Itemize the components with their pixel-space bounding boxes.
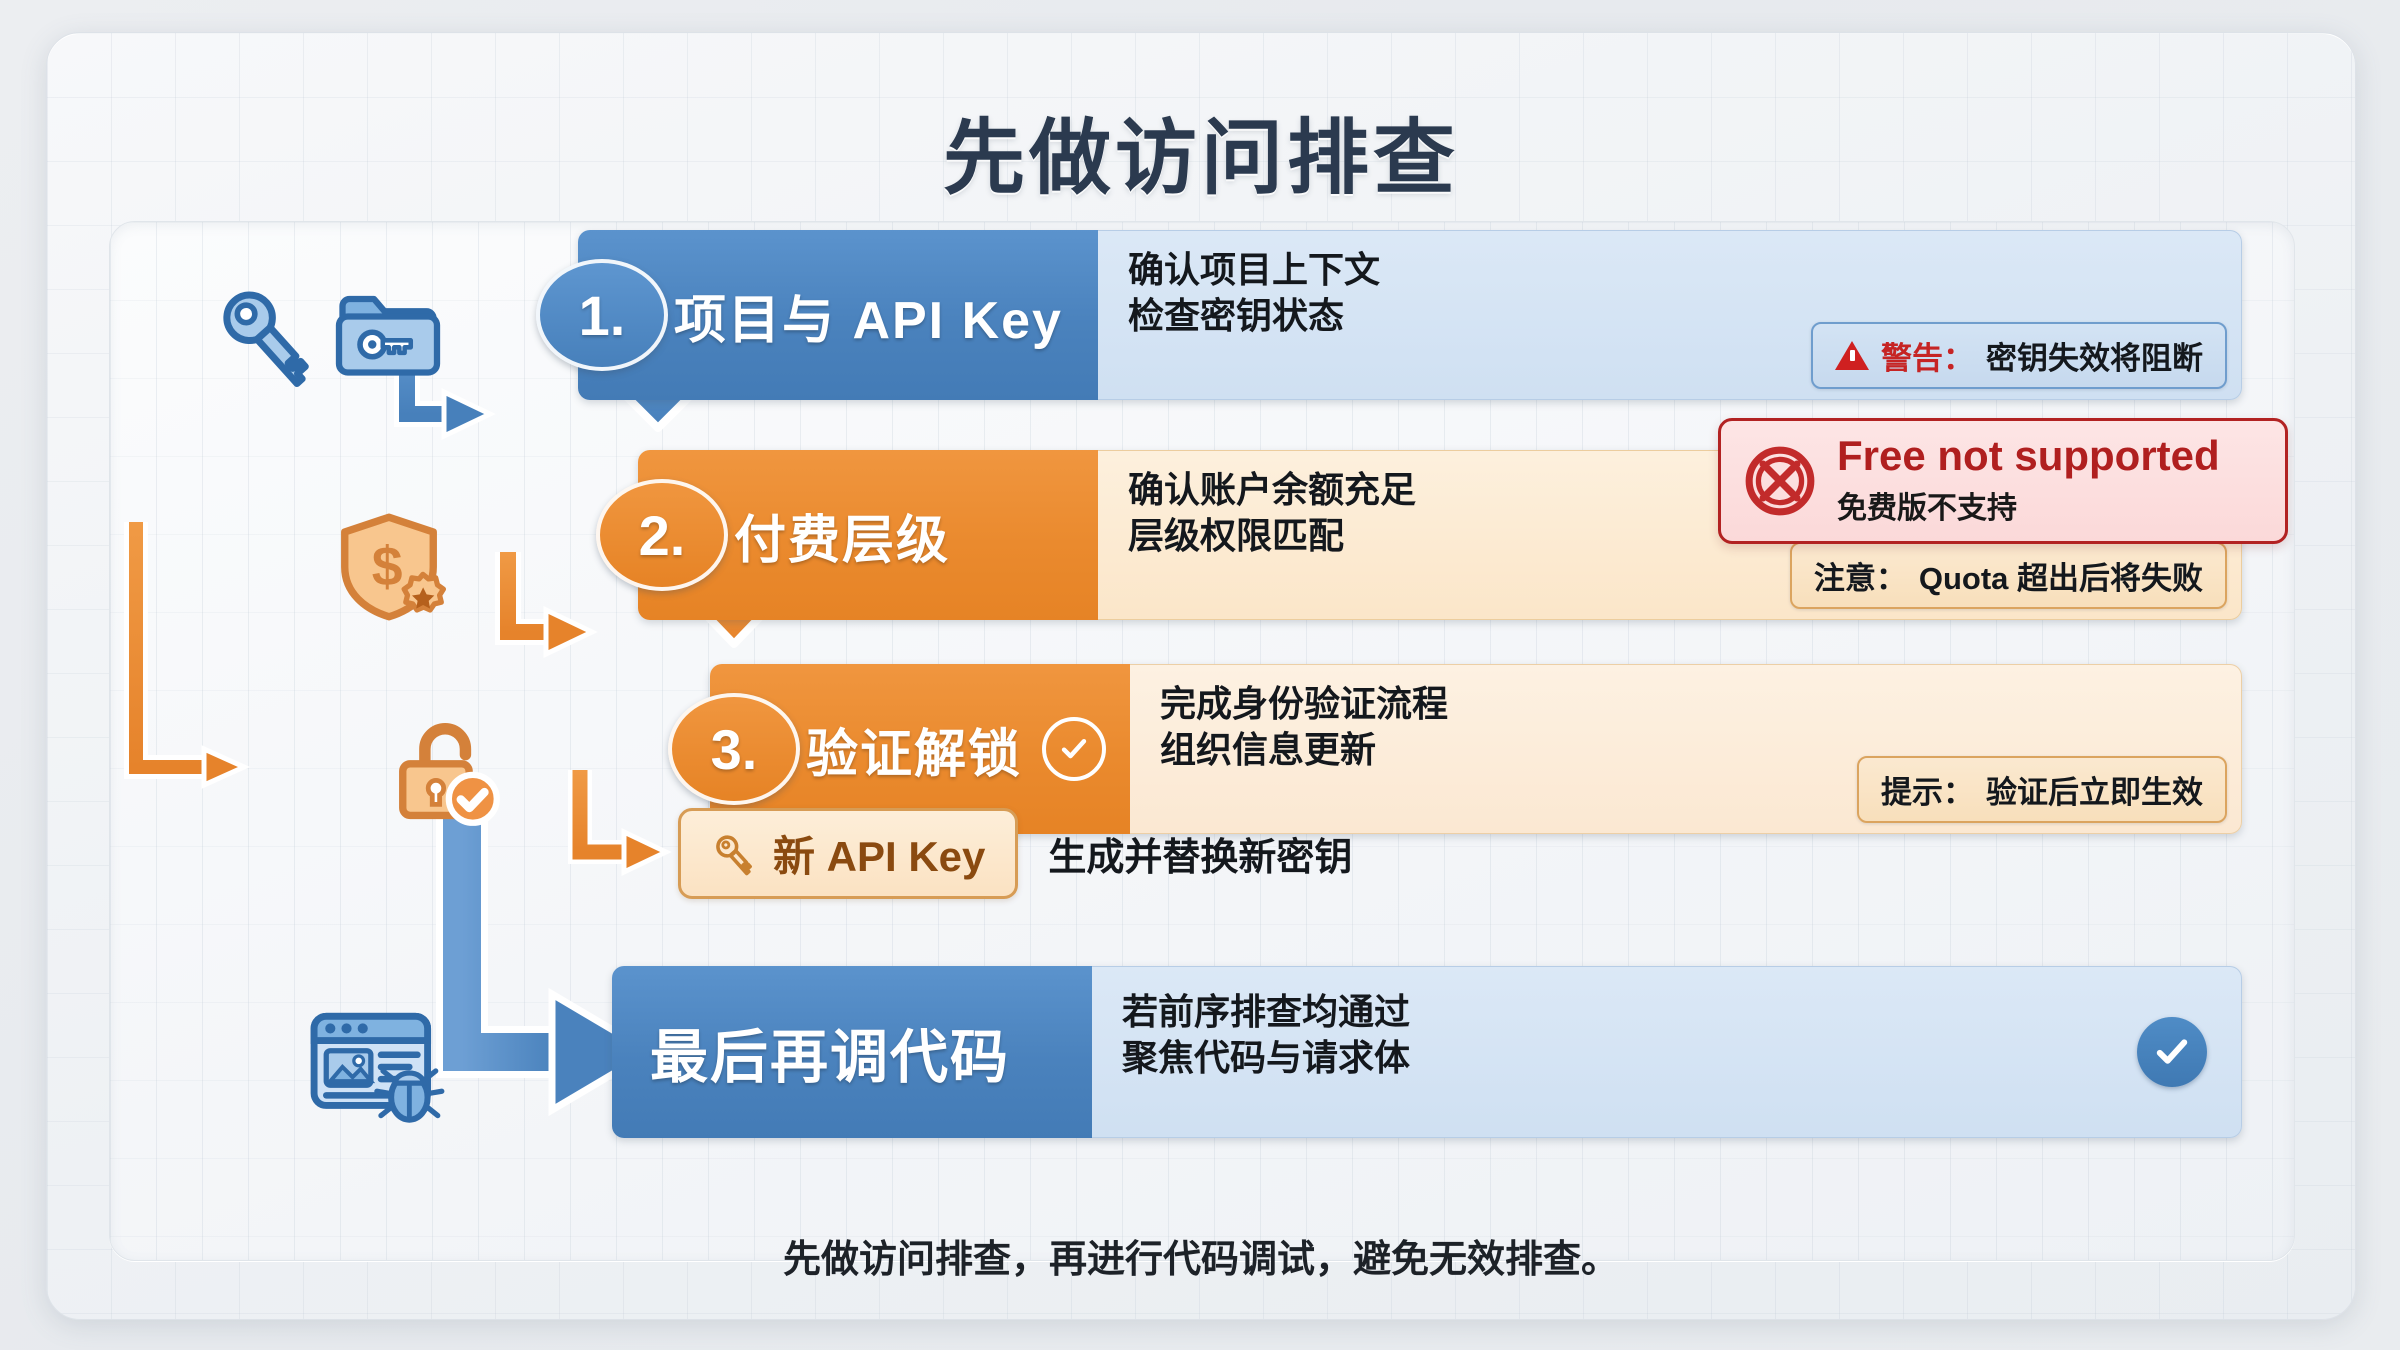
api-key-row: 新 API Key 生成并替换新密钥 [678, 808, 1352, 899]
step-heading-1: 项目与 API Key [674, 291, 1063, 350]
connector-step3-left-spine [124, 522, 251, 789]
hint-text-3: 验证后立即生效 [1986, 775, 2203, 810]
connector-to-final [436, 800, 657, 1117]
final-row[interactable]: 最后再调代码 若前序排查均通过 聚焦代码与请求体 [612, 966, 2242, 1138]
unlock-check-icon [388, 714, 506, 837]
api-key-chip[interactable]: 新 API Key [678, 808, 1019, 899]
shield-dollar-icon: $ [330, 508, 448, 631]
final-body: 若前序排查均通过 聚焦代码与请求体 [1092, 966, 2242, 1138]
note-label-2: 注意： [1813, 561, 1907, 596]
final-desc-b: 聚焦代码与请求体 [1122, 1037, 1411, 1079]
warning-badge-1: 警告： 密钥失效将阻断 [1811, 322, 2227, 389]
warning-triangle-icon [1835, 341, 1869, 370]
step-head-1: 项目与 API Key [578, 230, 1098, 400]
step-body-3: 完成身份验证流程 组织信息更新 提示： 验证后立即生效 [1130, 664, 2242, 834]
note-text-2: Quota 超出后将失败 [1918, 561, 2203, 596]
page-title: 先做访问排查 [942, 113, 1459, 204]
step-desc-1b: 检查密钥状态 [1128, 295, 1345, 337]
callout-title: Free not supported [1837, 432, 2220, 479]
svg-text:$: $ [372, 535, 403, 597]
warning-label-1: 警告： [1881, 341, 1974, 376]
browser-bug-icon [308, 1006, 458, 1141]
step-row-3[interactable]: 3. 验证解锁 完成身份验证流程 组织信息更新 提示： 验证后立即生效 [668, 664, 2242, 834]
step-number-badge-1: 1. [536, 259, 668, 371]
final-head: 最后再调代码 [612, 966, 1092, 1138]
step-head-2: 付费层级 [638, 450, 1098, 620]
step-desc-3b: 组织信息更新 [1160, 729, 1377, 771]
warning-text-1: 密钥失效将阻断 [1986, 341, 2203, 376]
callout-subtitle: 免费版不支持 [1837, 492, 2017, 525]
connector-step2-step3 [495, 552, 598, 658]
step-desc-2a: 确认账户余额充足 [1128, 469, 1417, 510]
api-key-note: 生成并替换新密钥 [1048, 837, 1353, 879]
step-row-1[interactable]: 1. 项目与 API Key 确认项目上下文 检查密钥状态 警告： 密钥失效将阻… [536, 230, 2242, 400]
flow-stage: $ [110, 222, 2294, 1260]
step-desc-2b: 层级权限匹配 [1128, 515, 1345, 557]
api-key-chip-label: 新 API Key [773, 833, 986, 880]
step-number-badge-3: 3. [668, 693, 800, 805]
hint-badge-3: 提示： 验证后立即生效 [1857, 756, 2227, 823]
step-body-1: 确认项目上下文 检查密钥状态 警告： 密钥失效将阻断 [1098, 230, 2242, 400]
poster-frame: 先做访问排查 [46, 32, 2356, 1320]
key-icon [210, 280, 322, 397]
no-entry-circle-icon [1745, 446, 1815, 516]
free-not-supported-callout: Free not supported 免费版不支持 [1718, 418, 2288, 544]
note-badge-2: 注意： Quota 超出后将失败 [1789, 542, 2227, 609]
footer-caption: 先做访问排查，再进行代码调试，避免无效排查。 [782, 1239, 1619, 1281]
check-circle-icon [1042, 717, 1107, 781]
step-heading-3: 验证解锁 [806, 725, 1023, 784]
final-heading: 最后再调代码 [649, 1025, 1010, 1090]
connector-step3-apikey [568, 770, 672, 876]
step-desc-1a: 确认项目上下文 [1128, 249, 1381, 290]
key-icon [716, 834, 752, 875]
check-circle-filled-icon [2137, 1017, 2207, 1087]
final-desc-a: 若前序排查均通过 [1122, 991, 1411, 1032]
step-heading-2: 付费层级 [734, 511, 951, 570]
hint-label-3: 提示： [1881, 775, 1974, 810]
folder-key-icon [332, 278, 444, 395]
step-desc-3a: 完成身份验证流程 [1160, 683, 1449, 724]
diagram-panel: $ [109, 221, 2295, 1261]
step-number-badge-2: 2. [596, 479, 728, 591]
